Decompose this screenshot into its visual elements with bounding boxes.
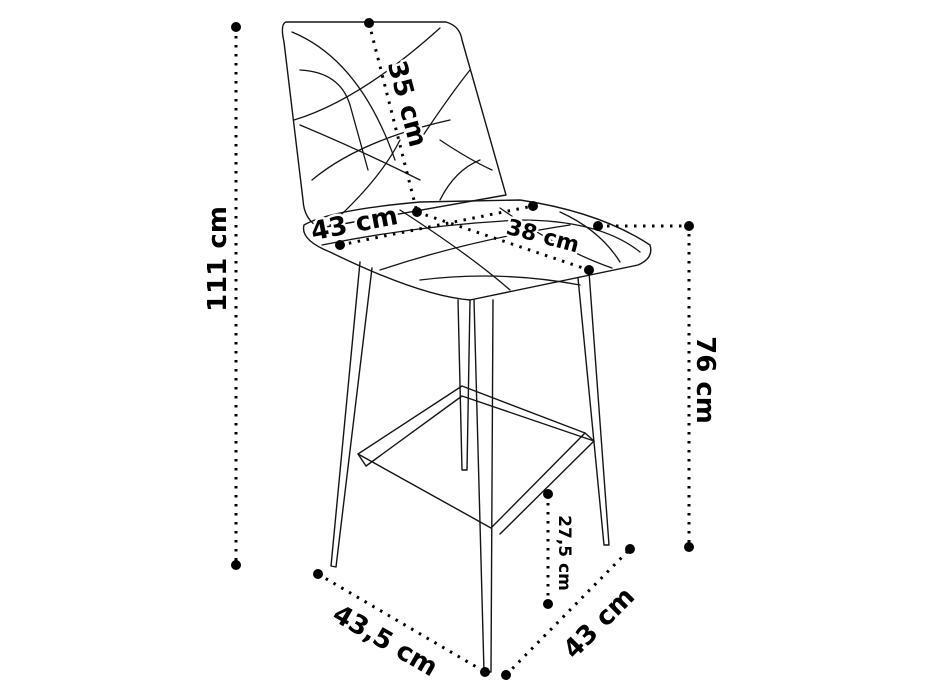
seat-depth-line: [416, 210, 590, 272]
backrest: [281, 21, 507, 229]
base-width-label: 43,5 cm: [327, 599, 442, 683]
seat-depth-label: 38 cm: [504, 215, 582, 258]
footrest-height-label: 27,5 cm: [554, 515, 574, 591]
base-depth-label: 43 cm: [558, 582, 641, 665]
back-legs: [457, 271, 610, 546]
total-height-label: 111 cm: [203, 206, 233, 312]
dimension-labels: 111 cm 76 cm 27,5 cm 43,5 cm 43 cm 35 cm…: [201, 55, 723, 685]
seat-height-line: [598, 224, 691, 547]
base-depth-line: [504, 547, 632, 677]
seat-height-label: 76 cm: [690, 336, 720, 424]
dimension-lines: [231, 18, 694, 680]
footrest-frame: [357, 385, 595, 535]
seat-width-label: 43 cm: [309, 201, 401, 247]
bar-stool-illustration: [281, 21, 652, 673]
backrest-height-line: [367, 22, 419, 213]
seat-width-line: [339, 204, 534, 247]
seat-cushion: [302, 199, 652, 301]
